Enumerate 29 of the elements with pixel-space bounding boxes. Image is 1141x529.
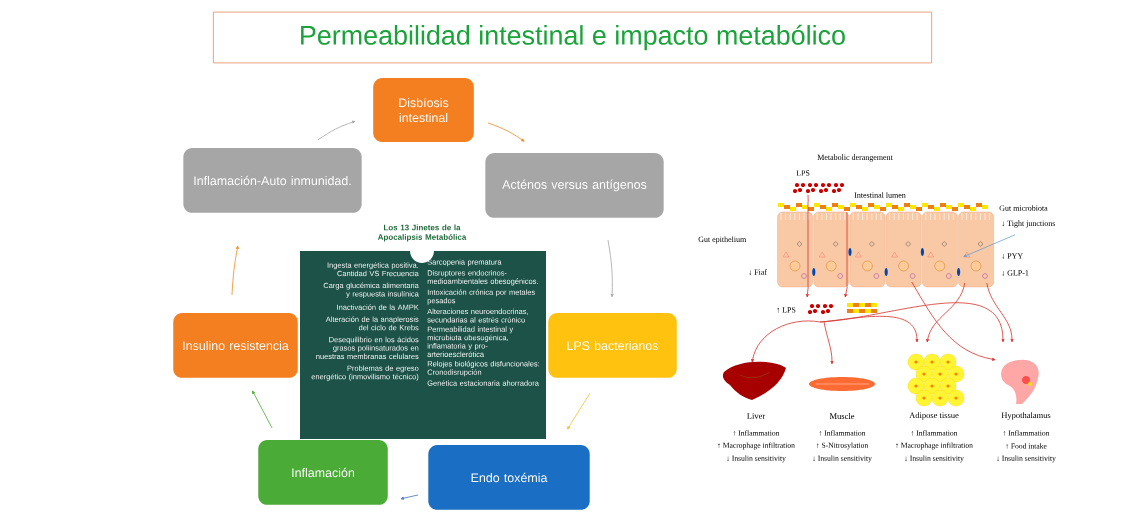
organ-label: Muscle [829,413,855,419]
organ-label: Adipose tissue [909,412,959,420]
arrow [607,239,614,298]
process-box: LPS bacterianos [548,313,677,378]
organ-label: Hypothalamus [1001,412,1051,420]
arrow [317,120,356,141]
arrow [252,390,273,429]
process-box: Insulino resistencia [173,313,298,378]
arrow [805,286,809,298]
arrow [844,286,848,298]
arrow [926,282,966,343]
arrow [911,281,996,361]
arrow [487,122,525,142]
arrow [986,282,1014,343]
gut-epithelium-drawing [777,201,994,288]
title-box: Permeabilidad intestinal e impacto metabólico [212,11,933,64]
arrow [751,320,821,363]
arrow [823,321,834,365]
arrow [400,494,419,500]
process-box: Inflamación [258,440,388,505]
arrow [567,392,591,430]
arrow [819,302,1005,343]
arrow [231,245,239,296]
organ-label: Liver [747,413,766,419]
arrow [963,234,1016,257]
process-box: Inflamación-Auto inmunidad. [183,148,362,213]
process-box: Acténos versus antígenos [485,153,664,218]
process-box: Disbíosis intestinal [373,78,474,142]
process-box: Endo toxémia [428,445,590,510]
